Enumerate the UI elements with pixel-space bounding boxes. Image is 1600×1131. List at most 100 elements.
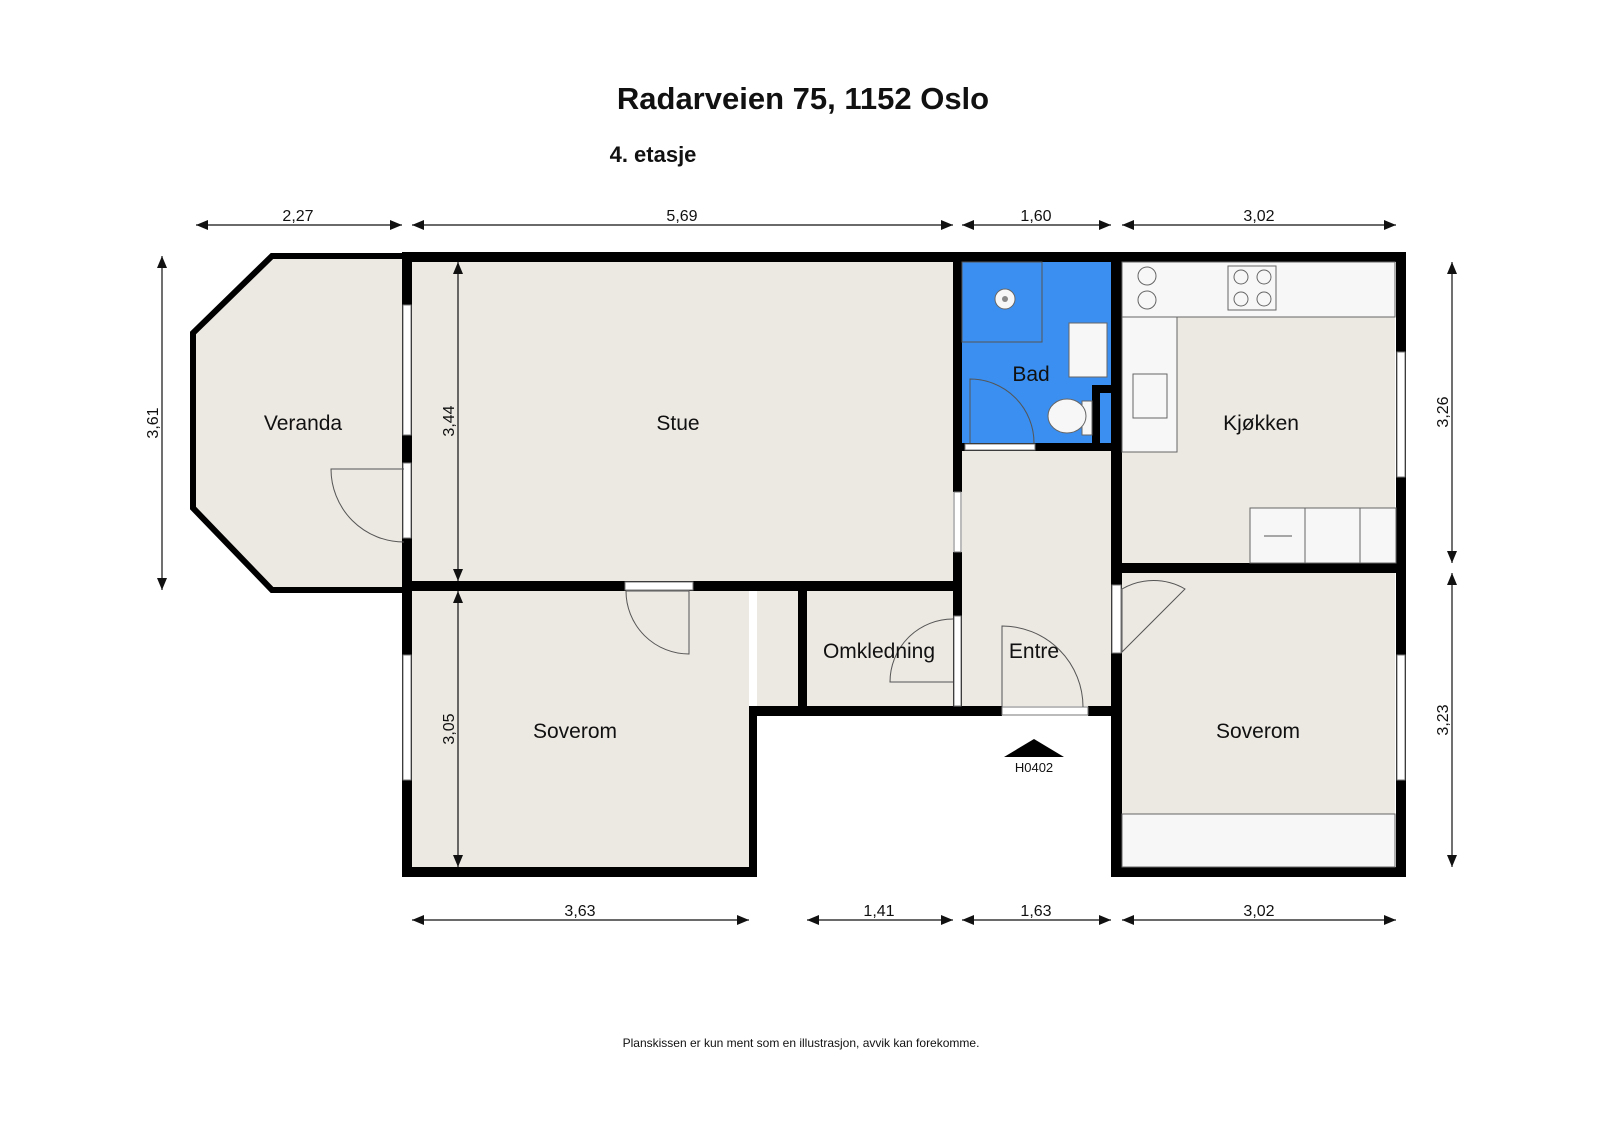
dim-soverom-height: 3,05 <box>441 713 458 744</box>
dim-bottom-2: 1,41 <box>863 903 894 920</box>
toilet-bowl-icon <box>1047 398 1087 434</box>
burner-icon <box>1137 266 1157 286</box>
arrow-left-icon <box>1122 220 1134 230</box>
omkledning-opening <box>953 615 962 707</box>
dim-left: 3,61 <box>145 407 162 438</box>
soverom-right-window <box>1396 654 1406 781</box>
arrow-left-icon <box>962 220 974 230</box>
arrow-up-icon <box>453 591 463 603</box>
shower-drain-center-icon <box>1002 296 1008 302</box>
dim-top-2: 5,69 <box>666 208 697 225</box>
room-label-kjokken: Kjøkken <box>1223 412 1299 435</box>
arrow-right-icon <box>390 220 402 230</box>
kitchen-cabinet-2 <box>1304 507 1361 564</box>
bad-niche-wall <box>1092 385 1114 393</box>
soverom-right-floor <box>1122 573 1395 814</box>
plan-title: Radarveien 75, 1152 Oslo <box>617 81 989 116</box>
arrow-up-icon <box>453 262 463 274</box>
floors <box>193 256 1395 867</box>
arrow-up-icon <box>1447 573 1457 585</box>
arrow-left-icon <box>807 915 819 925</box>
room-label-soverom-right: Soverom <box>1216 720 1300 743</box>
bad-bottom-wall <box>953 443 1122 451</box>
arrow-left-icon <box>1122 915 1134 925</box>
entre-door-opening <box>1001 706 1089 716</box>
arrow-down-icon <box>157 578 167 590</box>
room-label-veranda: Veranda <box>264 412 343 435</box>
dim-bottom-4: 3,02 <box>1243 903 1274 920</box>
bad-opening <box>964 443 1036 451</box>
arrow-right-icon <box>1099 915 1111 925</box>
entrance-arrow-icon <box>1004 739 1064 757</box>
dim-top-4: 3,02 <box>1243 208 1274 225</box>
arrow-down-icon <box>1447 855 1457 867</box>
soverom-left-right-wall <box>749 706 757 877</box>
arrow-left-icon <box>196 220 208 230</box>
door-swings <box>330 378 1186 708</box>
arrow-left-icon <box>962 915 974 925</box>
hob-icon <box>1233 269 1249 285</box>
soverom-left-floor <box>412 591 749 867</box>
entre-door-swing <box>1001 625 1084 708</box>
top-wall <box>402 252 1406 262</box>
kjokken-window <box>1396 351 1406 478</box>
dim-stue-height: 3,44 <box>441 405 458 436</box>
arrow-right-icon <box>1384 915 1396 925</box>
arrow-down-icon <box>453 855 463 867</box>
dim-top-1: 2,27 <box>282 208 313 225</box>
room-label-omkledning: Omkledning <box>823 640 935 663</box>
omkledning-floor <box>807 591 953 706</box>
room-labels: Veranda Stue Bad Kjøkken Soverom Omkledn… <box>264 363 1300 743</box>
veranda-window <box>402 304 412 436</box>
hob-icon-4 <box>1256 291 1272 307</box>
washbasin-icon <box>1068 322 1108 378</box>
hob-icon-3 <box>1233 291 1249 307</box>
dim-bottom-1: 3,63 <box>564 903 595 920</box>
arrow-up-icon <box>157 256 167 268</box>
soverom-left-window <box>402 654 412 781</box>
soverom-right-door-swing <box>1121 580 1186 654</box>
hob-icon-2 <box>1256 269 1272 285</box>
entrance-code: H0402 <box>1015 760 1053 775</box>
soverom-left-bottom-wall <box>402 867 757 877</box>
arrow-right-icon <box>941 220 953 230</box>
arrow-down-icon <box>1447 551 1457 563</box>
room-label-stue: Stue <box>656 412 699 435</box>
room-label-soverom-left: Soverom <box>533 720 617 743</box>
walls <box>190 252 1406 877</box>
walk-in-floor <box>757 591 798 706</box>
left-wall <box>402 252 412 877</box>
arrow-right-icon <box>941 915 953 925</box>
sink-icon <box>1132 373 1168 419</box>
omkledning-door-swing <box>889 618 954 683</box>
corridor-bottom-wall-2 <box>1088 706 1122 716</box>
arrow-right-icon <box>1099 220 1111 230</box>
bathroom-fixtures <box>961 261 1108 436</box>
soverom-left-door-swing <box>625 590 690 655</box>
bad-door-swing <box>969 378 1035 444</box>
kitchen-cabinet-3 <box>1359 507 1397 564</box>
veranda-window-2 <box>402 462 412 539</box>
stue-soverom-opening <box>624 581 694 591</box>
arrow-right-icon <box>737 915 749 925</box>
arrow-up-icon <box>1447 262 1457 274</box>
arrow-left-icon <box>412 220 424 230</box>
windows <box>402 304 1406 781</box>
walk-in-right-wall <box>798 591 807 716</box>
soverom-right-door-opening <box>1111 584 1122 654</box>
floor-label: 4. etasje <box>610 142 697 167</box>
wardrobe <box>1121 813 1396 868</box>
veranda-floor <box>193 256 405 590</box>
corridor-bottom-wall <box>749 706 1002 716</box>
room-label-bad: Bad <box>1012 363 1049 386</box>
stue-floor <box>412 262 953 581</box>
veranda-wall <box>190 253 405 593</box>
kjokken-soverom-wall <box>1111 563 1406 573</box>
soverom-right-bottom-wall <box>1111 867 1406 877</box>
arrow-left-icon <box>412 915 424 925</box>
dim-bottom-3: 1,63 <box>1020 903 1051 920</box>
entre-floor <box>962 451 1111 706</box>
bad-niche-wall-2 <box>1092 385 1100 445</box>
burner-icon-2 <box>1137 290 1157 310</box>
stue-bad-wall <box>953 252 962 492</box>
